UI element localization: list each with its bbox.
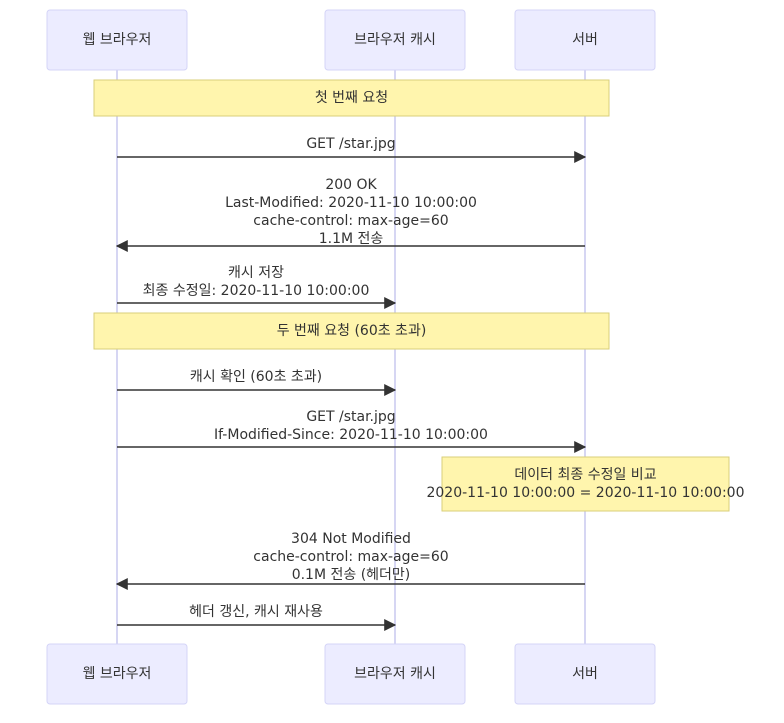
actor-box bbox=[324, 643, 466, 705]
message-label: 0.1M 전송 (헤더만) bbox=[292, 567, 411, 583]
note-text: 데이터 최종 수정일 비교 bbox=[514, 467, 656, 483]
message-label: cache-control: max-age=60 bbox=[253, 549, 448, 565]
note-box bbox=[93, 312, 610, 350]
actor-box bbox=[46, 9, 188, 71]
message-response-200: 200 OK Last-Modified: 2020-11-10 10:00:00… bbox=[115, 177, 585, 252]
actor-server-bottom: 서버 bbox=[514, 643, 656, 705]
message-cache-check: 캐시 확인 (60초 초과) bbox=[117, 369, 397, 396]
message-label: GET /star.jpg bbox=[306, 409, 395, 425]
note-second-request: 두 번째 요청 (60초 초과) bbox=[93, 312, 610, 350]
message-label: cache-control: max-age=60 bbox=[253, 213, 448, 229]
actor-cache-top: 브라우저 캐시 bbox=[324, 9, 466, 71]
message-label: 200 OK bbox=[325, 177, 377, 193]
actor-label: 서버 bbox=[572, 32, 598, 48]
note-box bbox=[441, 456, 730, 512]
note-compare-date: 데이터 최종 수정일 비교 2020-11-10 10:00:00 = 2020-… bbox=[426, 456, 745, 512]
message-label: Last-Modified: 2020-11-10 10:00:00 bbox=[225, 195, 477, 211]
actor-label: 브라우저 캐시 bbox=[354, 666, 436, 682]
message-label: 304 Not Modified bbox=[291, 531, 411, 547]
message-label: 캐시 저장 bbox=[228, 265, 284, 281]
message-label: 1.1M 전송 bbox=[319, 231, 384, 247]
actor-label: 웹 브라우저 bbox=[83, 32, 152, 48]
actor-browser-bottom: 웹 브라우저 bbox=[46, 643, 188, 705]
actor-box bbox=[514, 9, 656, 71]
message-label: GET /star.jpg bbox=[306, 136, 395, 152]
note-text: 첫 번째 요청 bbox=[315, 90, 388, 106]
actor-cache-bottom: 브라우저 캐시 bbox=[324, 643, 466, 705]
note-text: 두 번째 요청 (60초 초과) bbox=[277, 323, 427, 339]
message-response-304: 304 Not Modified cache-control: max-age=6… bbox=[115, 531, 585, 590]
note-text: 2020-11-10 10:00:00 = 2020-11-10 10:00:0… bbox=[426, 485, 744, 501]
note-first-request: 첫 번째 요청 bbox=[93, 79, 610, 117]
actor-box bbox=[46, 643, 188, 705]
actor-box bbox=[324, 9, 466, 71]
actor-server-top: 서버 bbox=[514, 9, 656, 71]
message-label: If-Modified-Since: 2020-11-10 10:00:00 bbox=[214, 427, 488, 443]
message-get-star: GET /star.jpg bbox=[117, 136, 587, 163]
message-label: 최종 수정일: 2020-11-10 10:00:00 bbox=[143, 283, 370, 299]
actor-label: 브라우저 캐시 bbox=[354, 32, 436, 48]
actor-box bbox=[514, 643, 656, 705]
actor-label: 서버 bbox=[572, 666, 598, 682]
message-header-refresh: 헤더 갱신, 캐시 재사용 bbox=[117, 604, 397, 631]
message-label: 헤더 갱신, 캐시 재사용 bbox=[189, 604, 323, 620]
note-box bbox=[93, 79, 610, 117]
message-label: 캐시 확인 (60초 초과) bbox=[190, 369, 322, 385]
actor-label: 웹 브라우저 bbox=[83, 666, 152, 682]
actor-browser-top: 웹 브라우저 bbox=[46, 9, 188, 71]
